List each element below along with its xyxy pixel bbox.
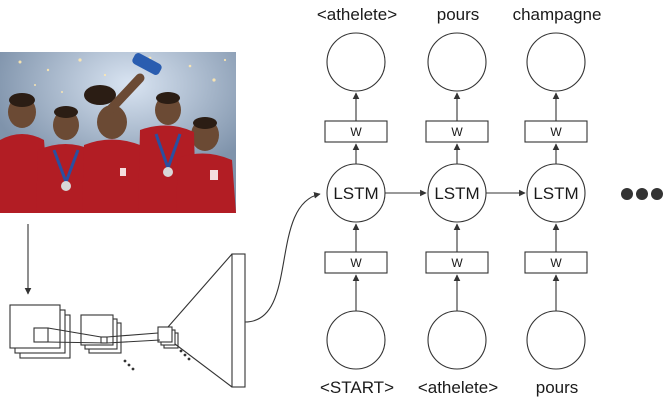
svg-text:LSTM: LSTM xyxy=(333,184,378,203)
lstm-cell-3 xyxy=(526,163,586,223)
output-node-3 xyxy=(526,32,586,92)
svg-text:W: W xyxy=(451,125,463,139)
output-node-2 xyxy=(427,32,487,92)
input-node-3 xyxy=(526,310,586,370)
svg-text:LSTM: LSTM xyxy=(533,184,578,203)
weight-box-in-1 xyxy=(324,251,388,274)
continuation-dots xyxy=(621,188,663,200)
weight-box-in-2 xyxy=(425,251,489,274)
lstm-column-3: champagne W LSTM W pours xyxy=(513,5,602,397)
output-token-1: <athelete> xyxy=(317,5,397,24)
svg-text:W: W xyxy=(350,256,362,270)
image-feature-arrow xyxy=(244,192,321,323)
input-node-1 xyxy=(326,310,386,370)
cnn-feature-maps xyxy=(9,304,191,371)
weight-box-out-2 xyxy=(425,120,489,143)
input-token-3: pours xyxy=(536,378,579,397)
lstm-column-1: <athelete> W LSTM W <START> xyxy=(317,5,397,397)
lstm-column-2: pours W LSTM W <athelete> xyxy=(418,5,498,397)
weight-box-out-1 xyxy=(324,120,388,143)
output-token-3: champagne xyxy=(513,5,602,24)
svg-text:W: W xyxy=(550,256,562,270)
input-node-2 xyxy=(427,310,487,370)
input-token-1: <START> xyxy=(320,378,394,397)
output-node-1 xyxy=(326,32,386,92)
weight-box-out-3 xyxy=(524,120,588,143)
input-token-2: <athelete> xyxy=(418,378,498,397)
svg-text:LSTM: LSTM xyxy=(434,184,479,203)
svg-text:W: W xyxy=(350,125,362,139)
input-photo xyxy=(0,52,236,213)
svg-text:W: W xyxy=(451,256,463,270)
weight-box-in-3 xyxy=(524,251,588,274)
fc-layer xyxy=(167,253,246,388)
svg-text:W: W xyxy=(550,125,562,139)
output-token-2: pours xyxy=(437,5,480,24)
